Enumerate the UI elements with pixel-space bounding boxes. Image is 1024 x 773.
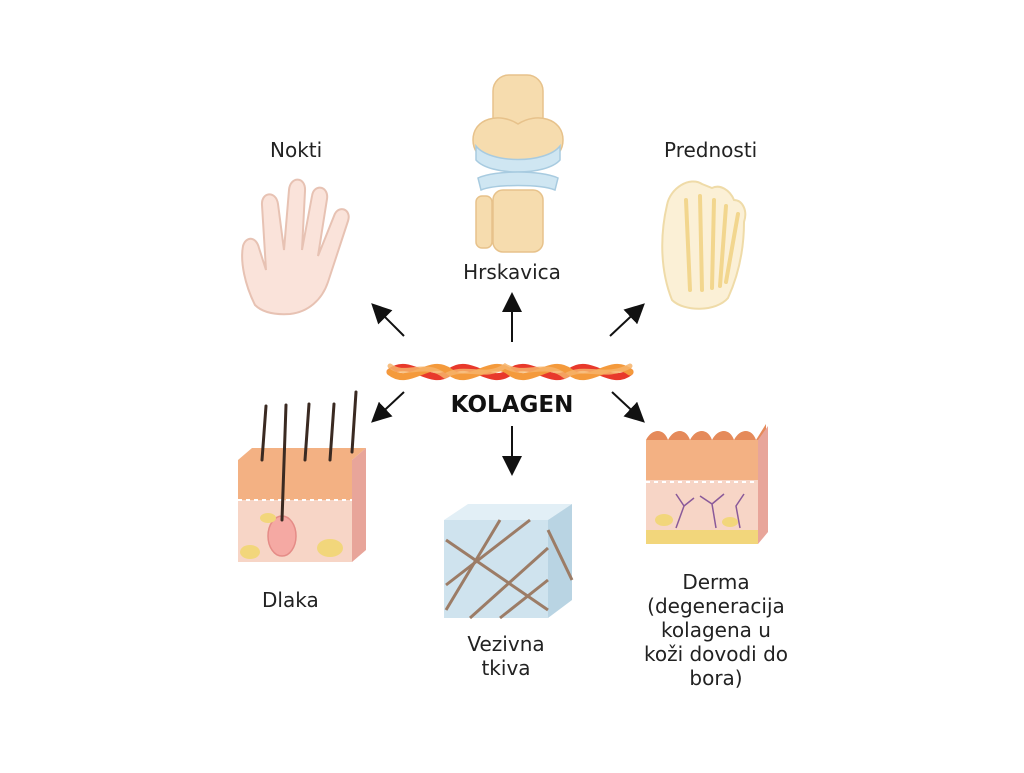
- hand-illustration: [241, 178, 350, 316]
- hair-skin-illustration: [238, 390, 366, 562]
- diagram-title: KOLAGEN: [450, 392, 574, 418]
- arrow-to-derma: [611, 391, 645, 423]
- label-derma: Derma (degeneracija kolagena u koži dovo…: [643, 570, 789, 690]
- label-nails: Nokti: [270, 138, 323, 162]
- knee-illustration: [472, 74, 564, 253]
- label-benefits: Prednosti: [664, 138, 758, 162]
- derma-illustration: [646, 424, 768, 544]
- label-connective: Vezivna tkiva: [467, 632, 545, 680]
- collagen-helix: [386, 363, 634, 381]
- arrows: [371, 292, 645, 476]
- connective-tissue-illustration: [444, 504, 574, 620]
- arrow-to-nails: [371, 303, 405, 337]
- arrow-to-benefits: [609, 303, 645, 337]
- foot-illustration: [661, 180, 747, 310]
- label-cartilage: Hrskavica: [463, 260, 561, 284]
- arrow-to-hair: [371, 391, 405, 423]
- label-hair: Dlaka: [262, 588, 319, 612]
